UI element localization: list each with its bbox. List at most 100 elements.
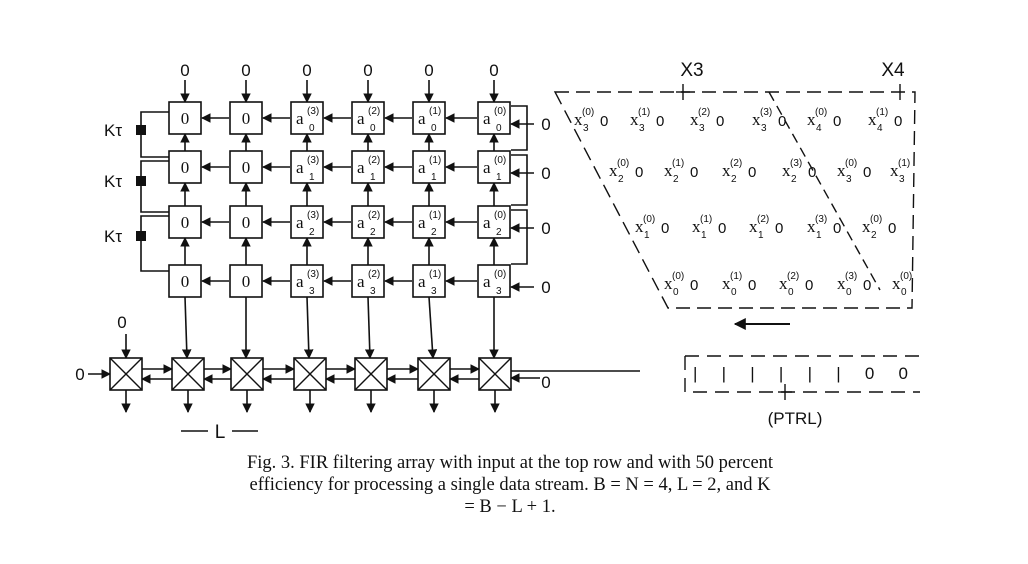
svg-text:0: 0: [635, 164, 643, 181]
k-tau-label: Kτ: [104, 121, 122, 140]
array-cell: a(2) 0: [351, 101, 385, 135]
delay-register: [136, 176, 146, 186]
svg-text:(0): (0): [494, 106, 506, 117]
svg-text:(3): (3): [307, 155, 319, 166]
array-cell: a(1)1: [412, 150, 446, 184]
right-input-label: 0: [541, 164, 550, 183]
svg-text:1: 1: [496, 172, 502, 183]
svg-text:1: 1: [701, 230, 707, 241]
x4-label: X4: [881, 60, 905, 81]
svg-text:x: x: [837, 161, 846, 180]
processing-element: [230, 357, 264, 391]
svg-text:0: 0: [370, 123, 376, 134]
svg-text:(2): (2): [787, 271, 799, 282]
svg-text:a: a: [357, 213, 365, 232]
svg-text:0: 0: [242, 272, 251, 291]
caption-line-1: Fig. 3. FIR filtering array with input a…: [246, 453, 774, 473]
svg-text:4: 4: [877, 123, 883, 134]
svg-text:3: 3: [639, 123, 645, 134]
svg-text:0: 0: [242, 158, 251, 177]
array-cell: a(1)3: [412, 264, 446, 298]
array-cell: 0: [168, 150, 202, 184]
svg-text:(3): (3): [815, 214, 827, 225]
svg-text:0: 0: [242, 109, 251, 128]
array-cell: a(0)3: [477, 264, 511, 298]
l-spacing-indicator: L: [181, 422, 258, 443]
k-tau-label: Kτ: [104, 227, 122, 246]
svg-text:0: 0: [833, 113, 841, 130]
svg-text:3: 3: [496, 286, 502, 297]
svg-text:a: a: [483, 158, 491, 177]
svg-text:(0): (0): [617, 158, 629, 169]
svg-text:(0): (0): [643, 214, 655, 225]
svg-text:0: 0: [775, 220, 783, 237]
svg-text:a: a: [483, 213, 491, 232]
ptrl-register: | | | | | | 0 0 (PTRL): [684, 355, 920, 428]
l-label: L: [215, 422, 226, 443]
array-cell: a(3)1: [290, 150, 324, 184]
array-cell: a(3)2: [290, 205, 324, 239]
svg-text:0: 0: [788, 287, 794, 298]
svg-text:2: 2: [731, 174, 737, 185]
svg-text:(1): (1): [429, 106, 441, 117]
svg-text:2: 2: [791, 174, 797, 185]
svg-text:3: 3: [899, 174, 905, 185]
svg-text:(1): (1): [429, 210, 441, 221]
svg-text:a: a: [483, 109, 491, 128]
svg-text:0: 0: [673, 287, 679, 298]
svg-text:(3): (3): [307, 269, 319, 280]
svg-text:0: 0: [181, 158, 190, 177]
svg-text:1: 1: [370, 172, 376, 183]
svg-text:0: 0: [833, 220, 841, 237]
svg-text:x: x: [892, 274, 901, 293]
svg-text:0: 0: [656, 113, 664, 130]
pe-right-input: 0: [541, 373, 550, 392]
svg-text:(3): (3): [307, 106, 319, 117]
svg-text:0: 0: [181, 109, 190, 128]
svg-text:(3): (3): [790, 158, 802, 169]
array-cell: a(3)0: [290, 101, 324, 135]
figure-caption: Fig. 3. FIR filtering array with input a…: [150, 452, 870, 518]
svg-text:(0): (0): [870, 214, 882, 225]
delay-register: [136, 125, 146, 135]
svg-text:a: a: [357, 109, 365, 128]
svg-text:(2): (2): [730, 158, 742, 169]
svg-text:0: 0: [894, 113, 902, 130]
svg-text:(3): (3): [760, 107, 772, 118]
svg-text:x: x: [752, 110, 761, 129]
svg-text:(0): (0): [845, 158, 857, 169]
svg-text:(3): (3): [307, 210, 319, 221]
svg-text:0: 0: [309, 123, 315, 134]
svg-text:0: 0: [808, 164, 816, 181]
svg-text:(1): (1): [429, 155, 441, 166]
svg-text:0: 0: [846, 287, 852, 298]
svg-text:(2): (2): [368, 106, 380, 117]
svg-text:0: 0: [778, 113, 786, 130]
svg-text:x: x: [890, 161, 899, 180]
svg-text:0: 0: [716, 113, 724, 130]
top-output-label: 0: [241, 61, 250, 80]
svg-text:(0): (0): [815, 107, 827, 118]
top-output-label: 0: [302, 61, 311, 80]
svg-text:0: 0: [863, 277, 871, 294]
x-sample: x(0)0: [892, 271, 912, 298]
svg-text:3: 3: [309, 286, 315, 297]
svg-text:0: 0: [805, 277, 813, 294]
svg-text:0: 0: [181, 213, 190, 232]
svg-text:(0): (0): [900, 271, 912, 282]
svg-text:0: 0: [600, 113, 608, 130]
svg-text:x: x: [630, 110, 639, 129]
svg-text:(2): (2): [757, 214, 769, 225]
svg-text:x: x: [664, 274, 673, 293]
array-cell: 0: [229, 205, 263, 239]
